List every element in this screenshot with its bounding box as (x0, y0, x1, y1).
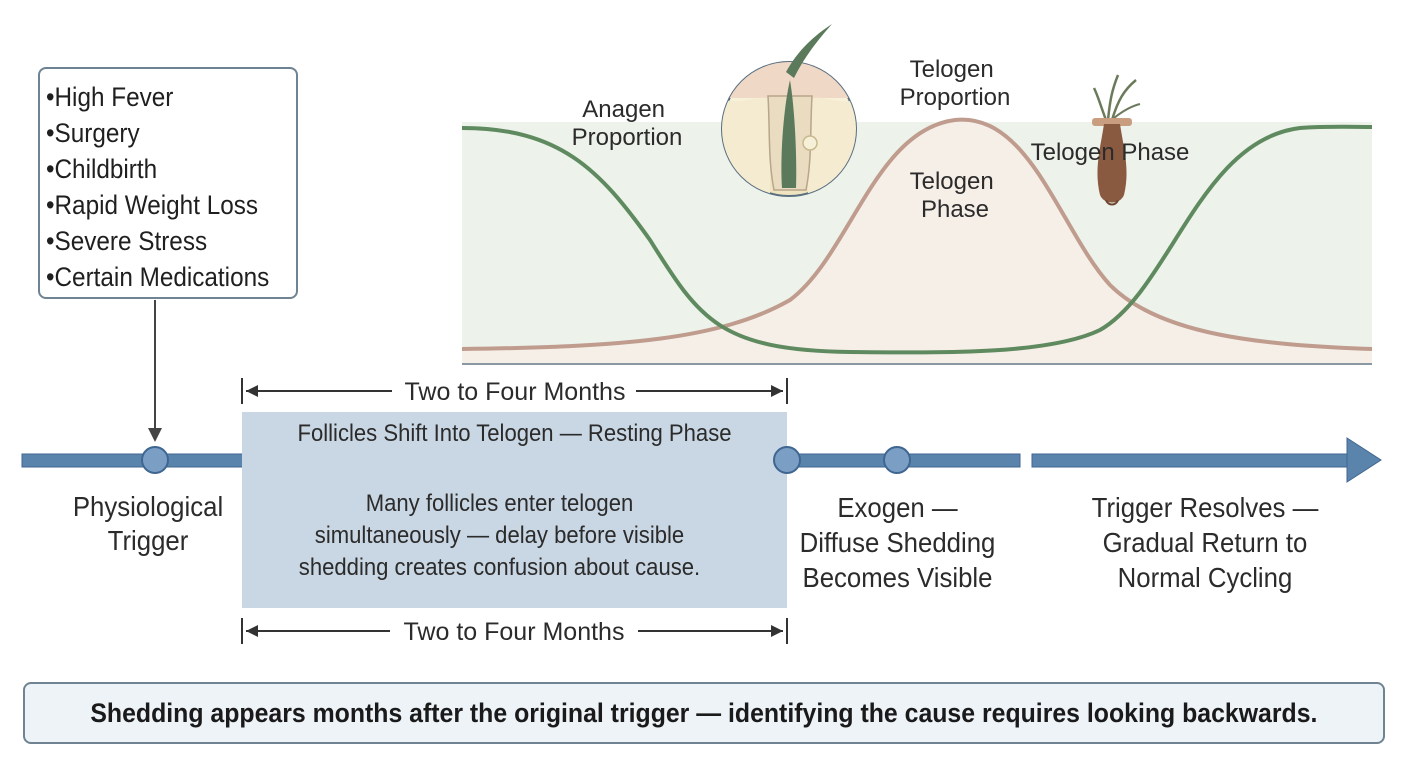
trigger-connector-arrowhead (148, 428, 162, 442)
timeline-bar-right (1031, 453, 1351, 468)
telogen-curve (461, 117, 1373, 351)
summary-banner: Shedding appears months after the origin… (23, 682, 1385, 744)
trigger-item: •High Fever (46, 82, 174, 112)
anagen-follicle-icon (721, 24, 857, 197)
telogen-proportion-label: Telogen Proportion (900, 56, 1011, 111)
trigger-item: •Rapid Weight Loss (46, 190, 259, 220)
timeline-arrowhead (1346, 437, 1382, 483)
shift-box-heading: Follicles Shift Into Telogen — Resting P… (297, 420, 732, 447)
shift-box-body-line: Many follicles enter telogen (365, 490, 634, 517)
telogen-area (462, 119, 1372, 364)
anagen-curve (461, 124, 1373, 355)
shift-box-body-line: simultaneously — delay before visible (314, 522, 685, 549)
resolve-label-line: Normal Cycling (1117, 562, 1293, 593)
trigger-label-line: Physiological (72, 491, 224, 522)
telogen-hair-icon (1092, 74, 1141, 206)
resolve-label-line: Gradual Return to (1102, 527, 1308, 558)
telogen-shift-box (242, 412, 787, 608)
exogen-label-line: Becomes Visible (802, 562, 993, 593)
exogen-label-line: Exogen — (837, 492, 958, 523)
shift-box-body-line: shedding creates confusion about cause. (298, 554, 701, 581)
telogen-phase-inner-label: Telogen Phase (910, 168, 1001, 223)
trigger-list-box: •High Fever •Surgery •Childbirth •Rapid … (38, 67, 298, 299)
trigger-label-line: Trigger (107, 525, 189, 556)
trigger-item: •Severe Stress (46, 226, 208, 256)
exogen-label-line: Diffuse Shedding (799, 527, 996, 558)
resolve-label-line: Trigger Resolves — (1091, 492, 1319, 523)
anagen-label: Anagen Proportion (572, 96, 683, 151)
summary-text: Shedding appears months after the origin… (90, 697, 1318, 728)
trigger-item: •Surgery (46, 118, 140, 148)
trigger-item: •Certain Medications (46, 262, 270, 292)
trigger-item: •Childbirth (46, 154, 158, 184)
telogen-phase-right-label: Telogen Phase (1031, 139, 1190, 166)
